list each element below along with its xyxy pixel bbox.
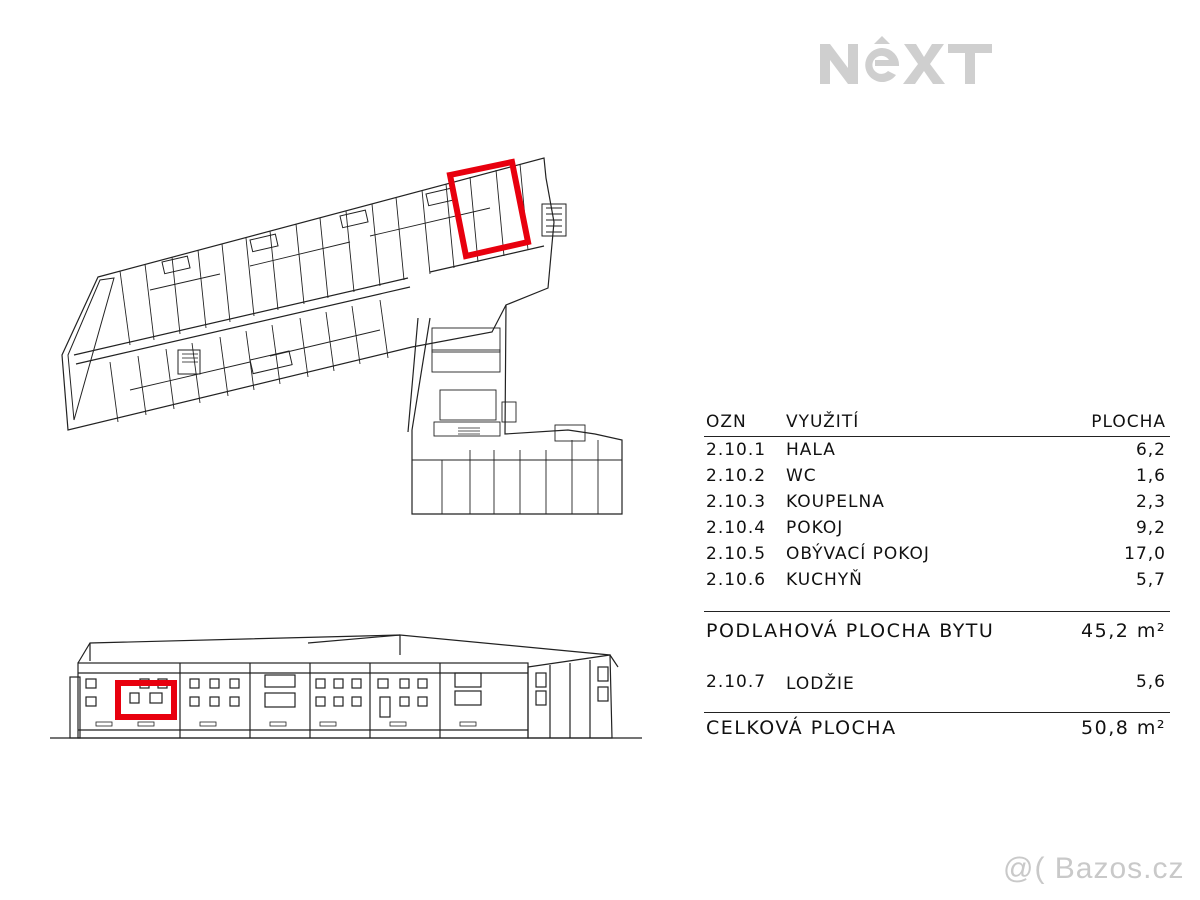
total-value: 50,8 m² (1081, 717, 1166, 739)
plan-vertical-wing (411, 304, 623, 515)
floor-area-row: PODLAHOVÁ PLOCHA BYTU 45,2 m² (704, 612, 1170, 652)
next-logo (820, 36, 992, 84)
row-area: 17,0 (1124, 544, 1166, 564)
loggia-use: LODŽIE (786, 674, 855, 694)
row-code: 2.10.2 (706, 466, 767, 486)
flat-highlight-plan (446, 158, 532, 260)
row-use: KUCHYŇ (786, 570, 863, 590)
table-row: 2.10.2 WC 1,6 (704, 463, 1170, 489)
floor-area-value: 45,2 m² (1081, 620, 1166, 642)
total-row: CELKOVÁ PLOCHA 50,8 m² (704, 713, 1170, 753)
header-use: VYUŽITÍ (786, 412, 860, 432)
row-code: 2.10.6 (706, 570, 767, 590)
table-row: 2.10.1 HALA 6,2 (704, 437, 1170, 463)
divider (704, 611, 1170, 612)
area-table: OZN VYUŽITÍ PLOCHA 2.10.1 HALA 6,2 2.10.… (704, 408, 1170, 753)
floor-area-label: PODLAHOVÁ PLOCHA BYTU (706, 620, 995, 642)
header-area: PLOCHA (1091, 412, 1166, 432)
row-area: 5,7 (1135, 570, 1166, 590)
floor-plan (61, 157, 623, 515)
table-row: 2.10.3 KOUPELNA 2,3 (704, 489, 1170, 515)
row-use: POKOJ (786, 518, 844, 538)
loggia-row: 2.10.7 LODŽIE 5,6 (704, 658, 1170, 698)
loggia-code: 2.10.7 (706, 672, 767, 692)
row-area: 2,3 (1135, 492, 1166, 512)
row-code: 2.10.5 (706, 544, 767, 564)
row-use: OBÝVACÍ POKOJ (786, 544, 930, 564)
divider (704, 712, 1170, 713)
row-use: HALA (786, 440, 836, 460)
row-area: 1,6 (1135, 466, 1166, 486)
table-header: OZN VYUŽITÍ PLOCHA (704, 408, 1170, 437)
row-code: 2.10.1 (706, 440, 767, 460)
watermark-text: @( Bazos.cz (1003, 852, 1185, 885)
flat-highlight-elevation (115, 680, 177, 720)
table-row: 2.10.5 OBÝVACÍ POKOJ 17,0 (704, 541, 1170, 567)
building-elevation (50, 634, 642, 739)
row-area: 9,2 (1135, 518, 1166, 538)
row-code: 2.10.3 (706, 492, 767, 512)
row-area: 6,2 (1135, 440, 1166, 460)
table-row: 2.10.6 KUCHYŇ 5,7 (704, 567, 1170, 593)
plan-main-wing (61, 157, 555, 431)
table-row: 2.10.4 POKOJ 9,2 (704, 515, 1170, 541)
header-code: OZN (706, 412, 747, 432)
loggia-area: 5,6 (1135, 672, 1166, 692)
row-use: WC (786, 466, 817, 486)
total-label: CELKOVÁ PLOCHA (706, 717, 897, 739)
row-code: 2.10.4 (706, 518, 767, 538)
row-use: KOUPELNA (786, 492, 885, 512)
